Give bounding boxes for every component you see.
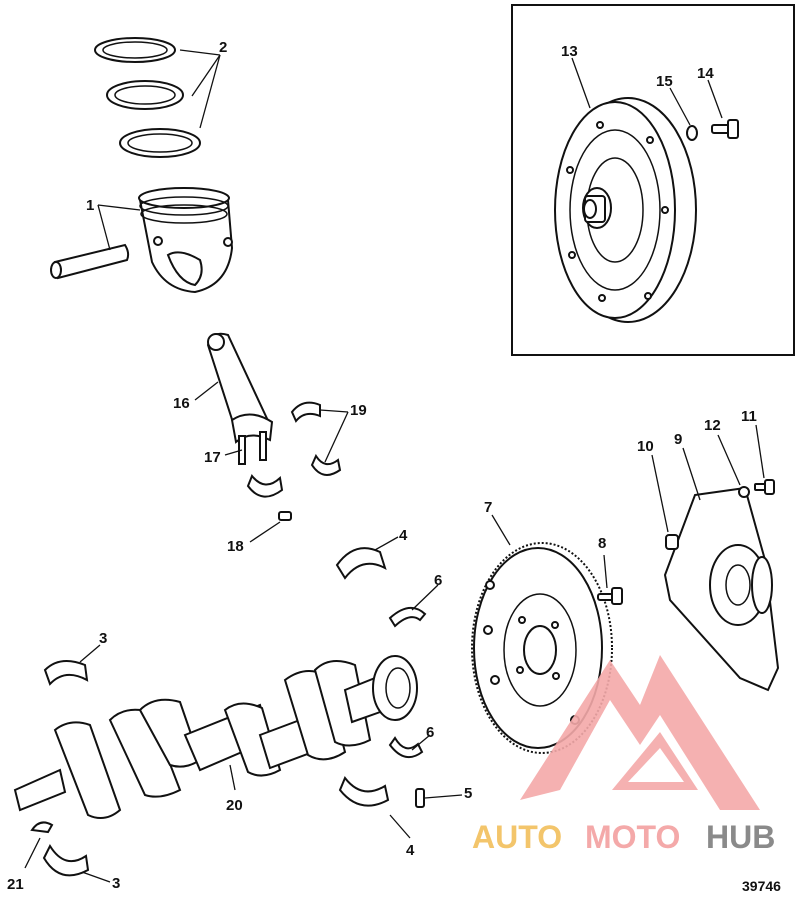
connecting-rod-part-16 (206, 332, 274, 444)
leader-lines (24, 49, 765, 883)
callout-1: 1 (86, 197, 94, 214)
callout-2: 2 (219, 39, 227, 56)
callout-11: 11 (741, 408, 757, 425)
washer-part-15 (686, 125, 698, 141)
rod-bearing-lower-part-19 (310, 453, 342, 476)
callout-20: 20 (226, 797, 243, 814)
main-bearing-upper-part-3 (43, 660, 89, 686)
watermark-moto: MOTO (585, 819, 680, 855)
main-bearing-lower-part-3 (42, 843, 90, 877)
callout-7: 7 (484, 499, 492, 516)
dowel-part-10 (665, 534, 679, 550)
callout-16: 16 (173, 395, 190, 412)
key-part-5 (415, 788, 425, 808)
main-bearing-lower-part-4 (338, 776, 390, 807)
callout-17: 17 (204, 449, 221, 466)
watermark-auto: AUTO (472, 819, 562, 855)
callout-10: 10 (637, 438, 654, 455)
main-bearing-upper-part-4 (335, 547, 387, 580)
inset-frame (511, 4, 795, 356)
piston-rings-part-2 (94, 37, 201, 158)
bolt-part-11 (754, 479, 775, 495)
rod-bolts-part-17 (238, 431, 267, 465)
crankshaft-part-20 (13, 655, 418, 820)
automotohub-watermark-logo (520, 655, 760, 810)
piston-pin-part-1 (50, 243, 130, 280)
callout-4-lower: 4 (406, 842, 415, 859)
flywheel-part-7 (471, 542, 613, 754)
callout-6-upper: 6 (434, 572, 442, 589)
figure-number: 39746 (742, 878, 781, 894)
flexplate-part-9 (663, 486, 780, 692)
thrust-washer-part-6-upper (388, 607, 427, 628)
callout-21: 21 (7, 876, 24, 893)
callout-3-upper: 3 (99, 630, 107, 647)
nut-part-12 (738, 486, 750, 498)
callout-18: 18 (227, 538, 244, 555)
thrust-washer-part-6-lower (388, 736, 424, 759)
callout-13: 13 (561, 43, 578, 60)
callout-5: 5 (464, 785, 472, 802)
callout-19: 19 (350, 402, 367, 419)
harmonic-balancer-inset (554, 97, 697, 323)
callout-3-lower: 3 (112, 875, 120, 892)
callout-4-upper: 4 (399, 527, 408, 544)
bolt-part-14 (711, 119, 739, 139)
callout-9: 9 (674, 431, 682, 448)
callout-6-lower: 6 (426, 724, 434, 741)
callout-8: 8 (598, 535, 606, 552)
rod-bearing-cap-half (246, 474, 284, 498)
key-part-21 (30, 821, 54, 834)
dowel-part-18 (278, 511, 292, 521)
watermark-hub: HUB (706, 819, 775, 855)
bolt-part-8 (597, 587, 623, 605)
callout-15: 15 (656, 73, 673, 90)
callout-14: 14 (697, 65, 714, 82)
rod-bearing-upper-part-19 (290, 401, 321, 423)
piston-part-1 (138, 187, 234, 294)
callout-12: 12 (704, 417, 721, 434)
